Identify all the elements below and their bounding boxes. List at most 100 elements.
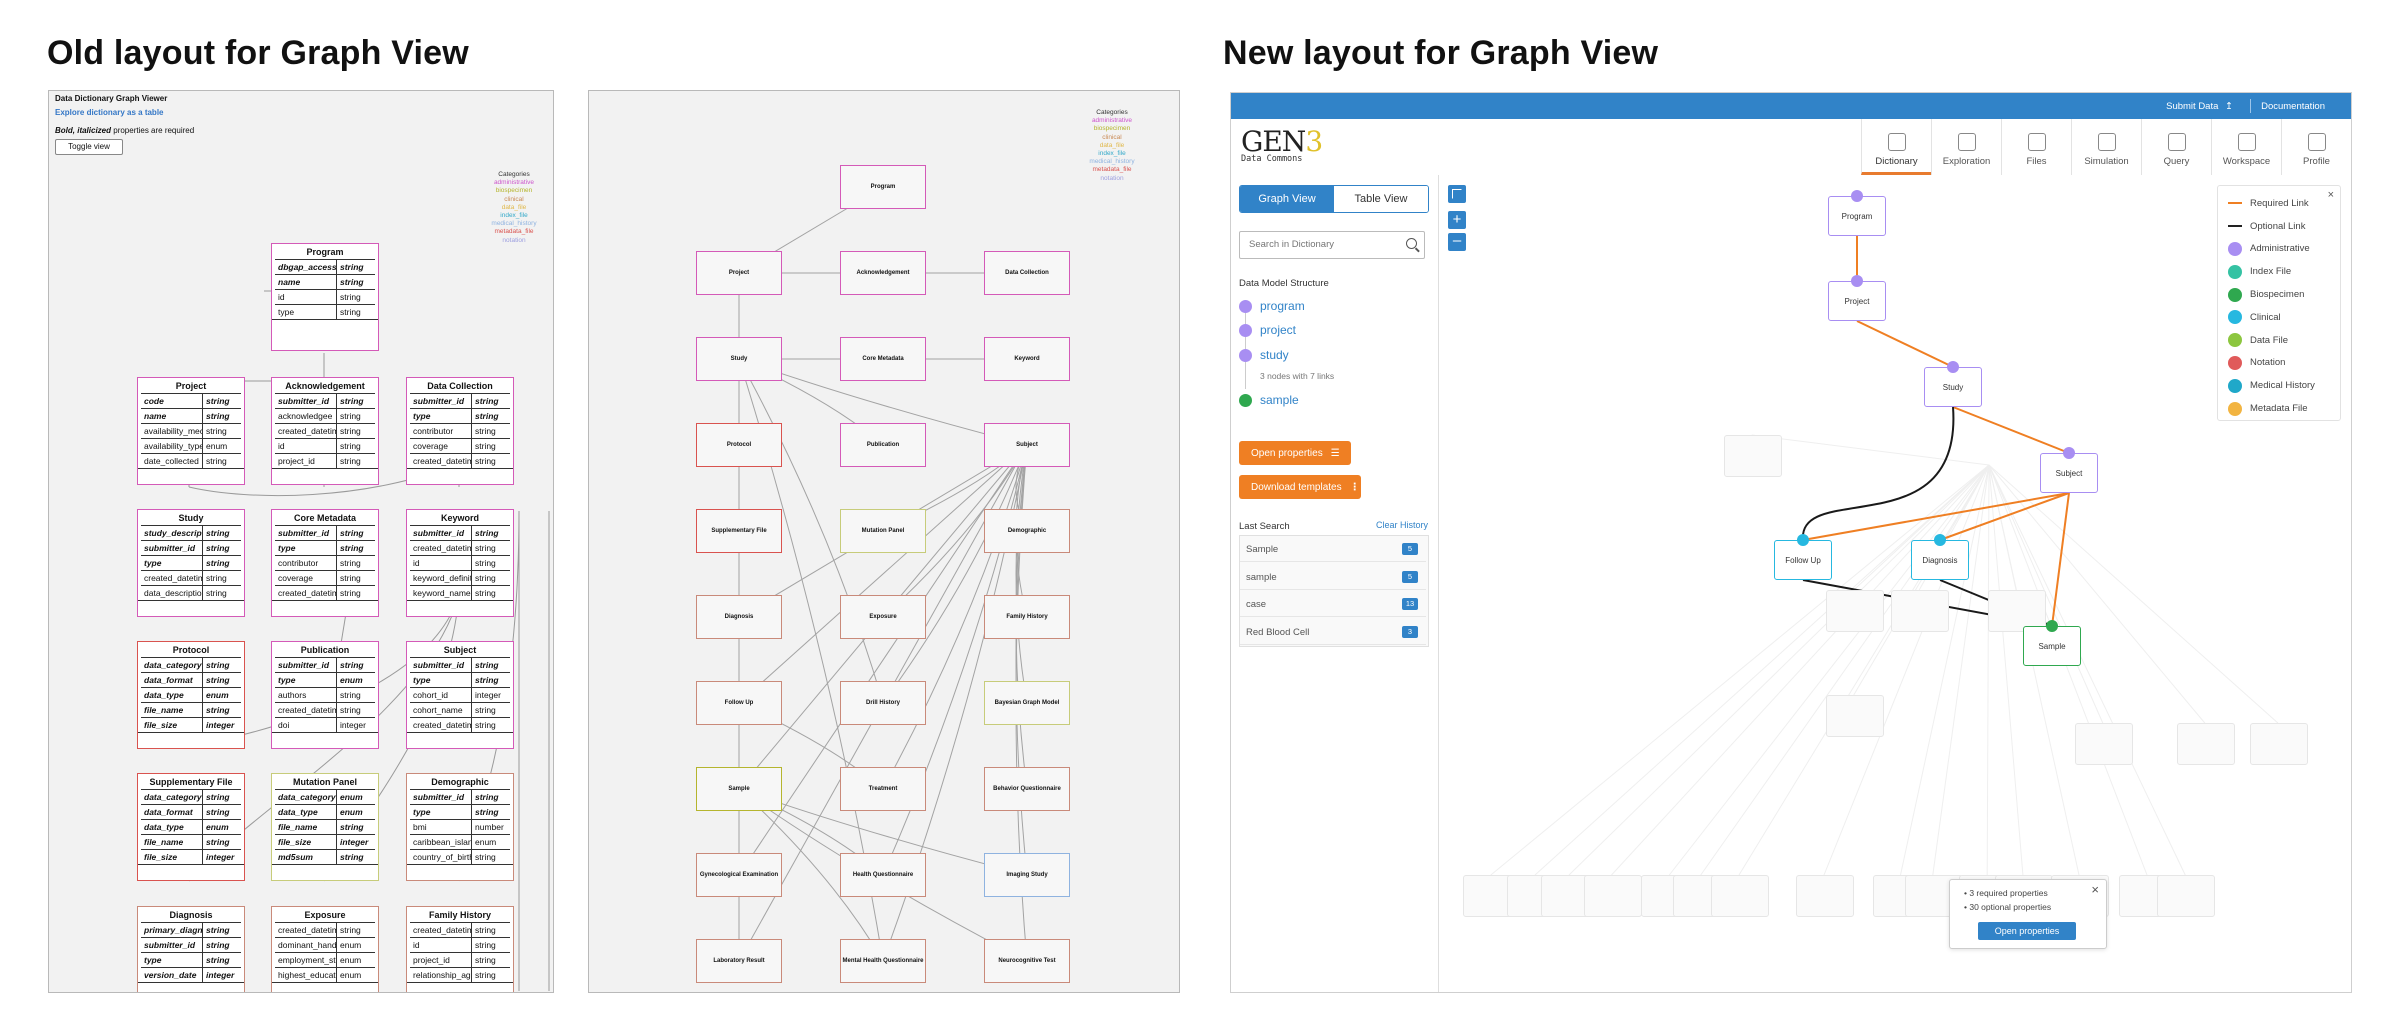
old-graph-node-subject[interactable]: Subject xyxy=(984,423,1070,467)
old-graph-node-acknowledgement[interactable]: Acknowledgement xyxy=(840,251,926,295)
old-graph-node-sample[interactable]: Sample xyxy=(696,767,782,811)
tab-simulation[interactable]: Simulation xyxy=(2071,119,2141,175)
old-graph-node-mental-health-questionnaire[interactable]: Mental Health Questionnaire xyxy=(840,939,926,983)
old-graph-link xyxy=(738,444,1028,704)
graph-node-label: Subject xyxy=(2055,468,2083,478)
zoom-out-button[interactable]: – xyxy=(1448,233,1466,251)
old-graph-node-mutation-panel[interactable]: Mutation Panel xyxy=(840,509,926,553)
old-graph-node-diagnosis[interactable]: Diagnosis xyxy=(696,595,782,639)
old-graph-node-study[interactable]: Study xyxy=(696,337,782,381)
old-graph-node-data-collection[interactable]: Data Collection xyxy=(984,251,1070,295)
old-graph-node-keyword[interactable]: Keyword xyxy=(984,337,1070,381)
old-graph-node-publication[interactable]: Publication xyxy=(840,423,926,467)
graph-node-study[interactable]: Study xyxy=(1924,361,1982,407)
property-type: string xyxy=(340,588,361,598)
old-graph-node-core-metadata[interactable]: Core Metadata xyxy=(840,337,926,381)
old-list-node-study[interactable]: Studystudy_descriptionstringsubmitter_id… xyxy=(137,509,245,617)
table-view-tab[interactable]: Table View xyxy=(1334,186,1428,212)
property-type: enum xyxy=(206,822,229,832)
faded-link xyxy=(1900,464,1990,876)
popup-close-icon[interactable]: × xyxy=(2091,882,2099,897)
toggle-view-button[interactable]: Toggle view xyxy=(55,139,123,155)
graph-node-sample[interactable]: Sample xyxy=(2023,620,2081,666)
old-graph-node-project[interactable]: Project xyxy=(696,251,782,295)
search-input[interactable] xyxy=(1247,238,1401,251)
old-list-node-diagnosis[interactable]: Diagnosisprimary_diagnosisstringsubmitte… xyxy=(137,906,245,992)
search-icon[interactable] xyxy=(1406,238,1417,249)
open-properties-button[interactable]: Open properties ☰ xyxy=(1239,441,1351,465)
clear-history-link[interactable]: Clear History xyxy=(1375,520,1428,530)
faded-node xyxy=(2157,875,2216,917)
old-graph-node-drill-history[interactable]: Drill History xyxy=(840,681,926,725)
tab-dictionary[interactable]: Dictionary xyxy=(1861,119,1931,175)
old-list-node-exposure[interactable]: Exposurecreated_datetimestringdominant_h… xyxy=(271,906,379,992)
link-swatch-icon xyxy=(2228,225,2242,228)
old-graph-node-neurocognitive-test[interactable]: Neurocognitive Test xyxy=(984,939,1070,983)
old-list-node-program[interactable]: Programdbgap_accession_numberstringnames… xyxy=(271,243,379,351)
tab-exploration[interactable]: Exploration xyxy=(1931,119,2001,175)
old-graph-node-behavior-questionnaire[interactable]: Behavior Questionnaire xyxy=(984,767,1070,811)
old-list-node-family-history[interactable]: Family Historycreated_datetimestringidst… xyxy=(406,906,514,992)
old-graph-node-family-history[interactable]: Family History xyxy=(984,595,1070,639)
old-graph-node-program[interactable]: Program xyxy=(840,165,926,209)
structure-item-program[interactable]: program xyxy=(1239,297,1305,315)
tab-profile[interactable]: Profile xyxy=(2281,119,2351,175)
graph-node-subject[interactable]: Subject xyxy=(2040,447,2098,493)
structure-item-project[interactable]: project xyxy=(1239,321,1296,339)
property-type: string xyxy=(340,307,361,317)
old-graph-node-protocol[interactable]: Protocol xyxy=(696,423,782,467)
graph-node-project[interactable]: Project xyxy=(1828,275,1886,321)
tab-files[interactable]: Files xyxy=(2001,119,2071,175)
structure-item-sample[interactable]: sample xyxy=(1239,391,1299,409)
old-graph-node-demographic[interactable]: Demographic xyxy=(984,509,1070,553)
download-templates-button[interactable]: Download templates ⋮ xyxy=(1239,475,1361,499)
graph-node-program[interactable]: Program xyxy=(1828,190,1886,236)
documentation-link[interactable]: Documentation xyxy=(2261,101,2325,112)
old-list-node-keyword[interactable]: Keywordsubmitter_idstringcreated_datetim… xyxy=(406,509,514,617)
graph-node-follow-up[interactable]: Follow Up xyxy=(1774,534,1832,580)
old-graph-node-laboratory-result[interactable]: Laboratory Result xyxy=(696,939,782,983)
tab-query[interactable]: Query xyxy=(2141,119,2211,175)
tab-workspace[interactable]: Workspace xyxy=(2211,119,2281,175)
legend-close-icon[interactable]: × xyxy=(2327,189,2334,201)
old-graph-node-treatment[interactable]: Treatment xyxy=(840,767,926,811)
property-type: enum xyxy=(340,955,362,965)
submit-data-link[interactable]: Submit Data ↥ xyxy=(2166,101,2233,112)
faded-link xyxy=(1611,464,1990,876)
old-graph-node-health-questionnaire[interactable]: Health Questionnaire xyxy=(840,853,926,897)
graph-view-tab[interactable]: Graph View xyxy=(1240,186,1334,212)
faded-link xyxy=(1823,464,1990,876)
gen3-logo[interactable]: GEN3 Data Commons xyxy=(1241,125,1323,169)
old-graph-node-imaging-study[interactable]: Imaging Study xyxy=(984,853,1070,897)
fit-view-button[interactable] xyxy=(1448,185,1466,203)
property-type: enum xyxy=(206,441,228,451)
old-graph-node-bayesian-graph-model[interactable]: Bayesian Graph Model xyxy=(984,681,1070,725)
old-graph-node-exposure[interactable]: Exposure xyxy=(840,595,926,639)
zoom-in-button[interactable]: + xyxy=(1448,211,1466,229)
property-name: submitter_id xyxy=(410,790,472,804)
graph-node-diagnosis[interactable]: Diagnosis xyxy=(1911,534,1969,580)
property-name: type xyxy=(141,556,203,570)
old-graph-node-follow-up[interactable]: Follow Up xyxy=(696,681,782,725)
old-graph-node-supplementary-file[interactable]: Supplementary File xyxy=(696,509,782,553)
popup-open-properties-button[interactable]: Open properties xyxy=(1978,922,2076,940)
structure-label-study: study xyxy=(1260,348,1289,362)
structure-item-study[interactable]: study xyxy=(1239,346,1289,364)
explore-table-link[interactable]: Explore dictionary as a table xyxy=(55,108,164,117)
old-graph-node-gynecological-examination[interactable]: Gynecological Examination xyxy=(696,853,782,897)
